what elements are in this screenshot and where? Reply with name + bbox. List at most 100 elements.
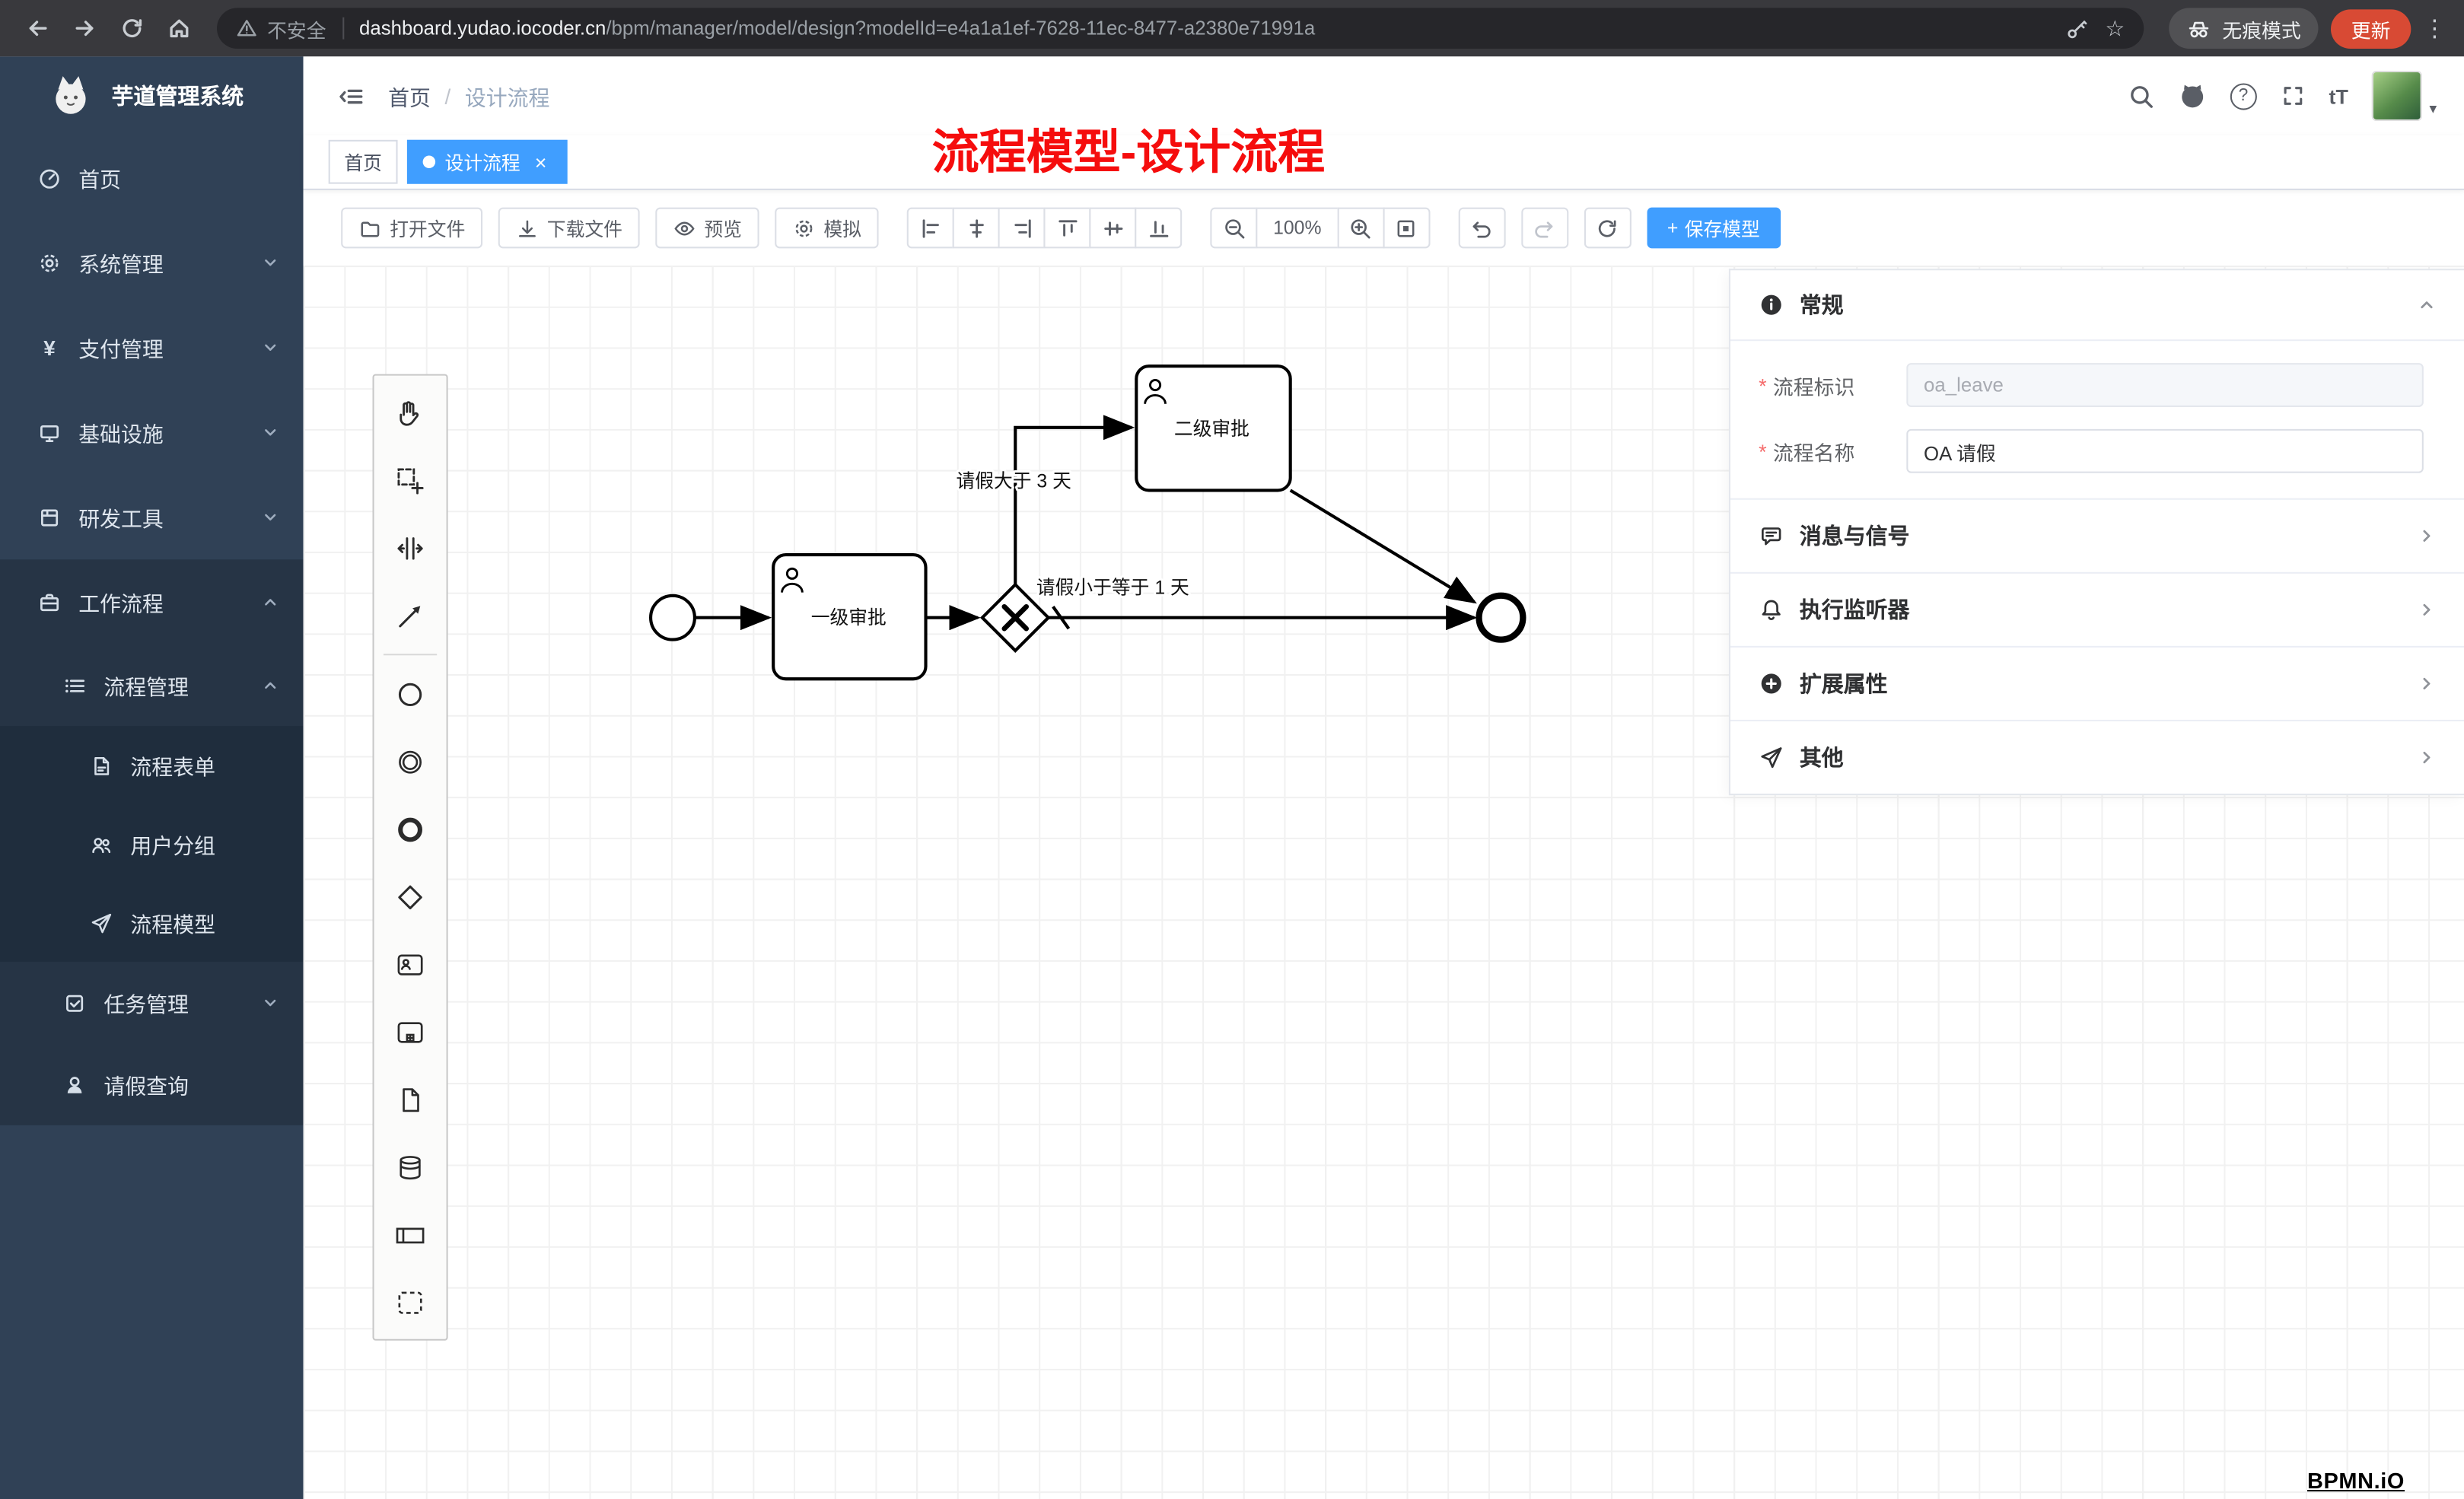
flow-gateway-to-task2[interactable] <box>1014 415 1135 585</box>
sidebar-item-devtools[interactable]: 研发工具 <box>0 475 304 560</box>
palette-intermediate-event[interactable] <box>377 727 444 795</box>
flow-task2-to-end[interactable] <box>1289 489 1477 604</box>
sidebar-item-label: 请假查询 <box>103 1074 189 1099</box>
palette-participant[interactable] <box>377 1201 444 1268</box>
palette-lasso-tool[interactable] <box>377 447 444 514</box>
bpmn-io-logo-link[interactable]: BPMN.iO <box>2307 1468 2405 1494</box>
task-label: 一级审批 <box>811 607 887 629</box>
tag-close-icon[interactable]: × <box>534 150 547 174</box>
users-icon <box>92 837 111 853</box>
sidebar-item-workflow[interactable]: 工作流程 <box>0 559 304 644</box>
start-event-shape[interactable] <box>649 594 696 641</box>
align-right-button[interactable] <box>998 207 1046 249</box>
chevron-down-icon <box>265 344 276 351</box>
section-extended-properties[interactable]: 扩展属性 <box>1730 645 2464 720</box>
align-left-button[interactable] <box>906 207 954 249</box>
subprocess-icon <box>397 1021 423 1042</box>
sidebar-item-label: 系统管理 <box>78 253 164 277</box>
reload-button[interactable] <box>110 6 154 50</box>
sidebar-item-label: 研发工具 <box>78 508 164 532</box>
align-middle-button[interactable] <box>1089 207 1137 249</box>
bookmark-star-icon[interactable]: ☆ <box>2105 15 2125 41</box>
button-label: 模拟 <box>823 218 861 240</box>
tag-design-process[interactable]: 设计流程 × <box>406 139 568 184</box>
designer-toolbar: 打开文件 下载文件 预览 模拟 <box>303 189 2464 266</box>
tag-home[interactable]: 首页 <box>328 139 398 184</box>
palette-hand-tool[interactable] <box>377 379 444 447</box>
bpmn-diagram: 一级审批 二级审批 <box>649 364 1526 681</box>
palette-gateway[interactable] <box>377 863 444 931</box>
palette-data-store[interactable] <box>377 1133 444 1201</box>
zoom-out-icon <box>1224 218 1244 238</box>
general-section-header[interactable]: 常规 <box>1730 270 2464 342</box>
url-bar[interactable]: 不安全 dashboard.yudao.iocoder.cn /bpm/mana… <box>217 8 2144 49</box>
preview-button[interactable]: 预览 <box>655 207 759 249</box>
user-avatar[interactable]: ▼ <box>2371 70 2440 122</box>
fullscreen-button[interactable] <box>2280 83 2305 108</box>
sidebar-toggle-button[interactable] <box>329 74 373 118</box>
align-top-button[interactable] <box>1043 207 1091 249</box>
align-center-button[interactable] <box>952 207 1000 249</box>
sidebar-item-process-model[interactable]: 流程模型 <box>0 883 304 962</box>
home-button[interactable] <box>158 6 202 50</box>
sidebar-item-system[interactable]: 系统管理 <box>0 220 304 305</box>
font-size-button[interactable]: tT <box>2329 84 2348 108</box>
section-other[interactable]: 其他 <box>1730 719 2464 794</box>
simulate-button[interactable]: 模拟 <box>775 207 879 249</box>
monitor-icon <box>40 424 59 441</box>
document-icon <box>94 756 110 775</box>
condition-label-le[interactable]: 请假小于等于 1 天 <box>1034 575 1192 601</box>
save-model-button[interactable]: + 保存模型 <box>1647 207 1781 249</box>
back-button[interactable] <box>16 6 60 50</box>
sidebar-item-home[interactable]: 首页 <box>0 135 304 221</box>
undo-icon <box>1473 221 1491 237</box>
password-key-icon[interactable] <box>2066 17 2090 40</box>
browser-menu-icon[interactable]: ⋮ <box>2422 15 2446 43</box>
sidebar-item-payment[interactable]: ¥ 支付管理 <box>0 305 304 390</box>
end-event-shape[interactable] <box>1476 592 1526 643</box>
gateway-exclusive[interactable] <box>979 582 1051 653</box>
sidebar-item-leave-query[interactable]: 请假查询 <box>0 1043 304 1125</box>
zoom-in-button[interactable] <box>1337 207 1385 249</box>
task-first-approval[interactable]: 一级审批 <box>772 553 928 681</box>
palette-start-event[interactable] <box>377 660 444 727</box>
process-management-subgroup: 流程表单 用户分组 流程模型 <box>0 726 304 963</box>
download-file-button[interactable]: 下载文件 <box>498 207 640 249</box>
section-message-signal[interactable]: 消息与信号 <box>1730 498 2464 572</box>
palette-subprocess[interactable] <box>377 998 444 1066</box>
palette-data-object[interactable] <box>377 1065 444 1133</box>
palette-user-task[interactable] <box>377 931 444 998</box>
process-name-input[interactable] <box>1906 428 2424 473</box>
sidebar-item-process-management[interactable]: 流程管理 <box>0 644 304 726</box>
palette-connection-tool[interactable] <box>377 581 444 649</box>
zoom-out-button[interactable] <box>1210 207 1258 249</box>
palette-end-event[interactable] <box>377 795 444 863</box>
condition-label-gt[interactable]: 请假大于 3 天 <box>953 468 1074 494</box>
security-warning[interactable]: 不安全 <box>236 14 326 43</box>
sidebar-item-user-group[interactable]: 用户分组 <box>0 804 304 883</box>
help-button[interactable]: ? <box>2230 82 2257 110</box>
palette-group[interactable] <box>377 1268 444 1336</box>
sidebar-item-process-form[interactable]: 流程表单 <box>0 726 304 804</box>
open-file-button[interactable]: 打开文件 <box>341 207 483 249</box>
breadcrumb-home[interactable]: 首页 <box>388 86 431 110</box>
sidebar-item-infrastructure[interactable]: 基础设施 <box>0 390 304 475</box>
task-second-approval[interactable]: 二级审批 <box>1135 364 1292 492</box>
github-button[interactable] <box>2178 81 2206 110</box>
undo-button[interactable] <box>1458 207 1506 249</box>
required-mark: * <box>1759 373 1767 397</box>
sidebar-item-task-management[interactable]: 任务管理 <box>0 962 304 1043</box>
top-navbar: 首页 / 设计流程 ? tT <box>303 56 2464 135</box>
align-bottom-button[interactable] <box>1135 207 1183 249</box>
restart-button[interactable] <box>1584 207 1632 249</box>
palette-space-tool[interactable] <box>377 514 444 581</box>
redo-button[interactable] <box>1520 207 1568 249</box>
button-label: 打开文件 <box>390 218 466 240</box>
zoom-fit-button[interactable] <box>1383 207 1431 249</box>
forward-button[interactable] <box>63 6 107 50</box>
section-execution-listener[interactable]: 执行监听器 <box>1730 571 2464 646</box>
zoom-group: 100% <box>1210 207 1431 249</box>
search-button[interactable] <box>2128 82 2154 109</box>
browser-update-button[interactable]: 更新 <box>2330 8 2411 48</box>
bpmn-canvas[interactable]: 一级审批 二级审批 <box>303 266 2464 1499</box>
